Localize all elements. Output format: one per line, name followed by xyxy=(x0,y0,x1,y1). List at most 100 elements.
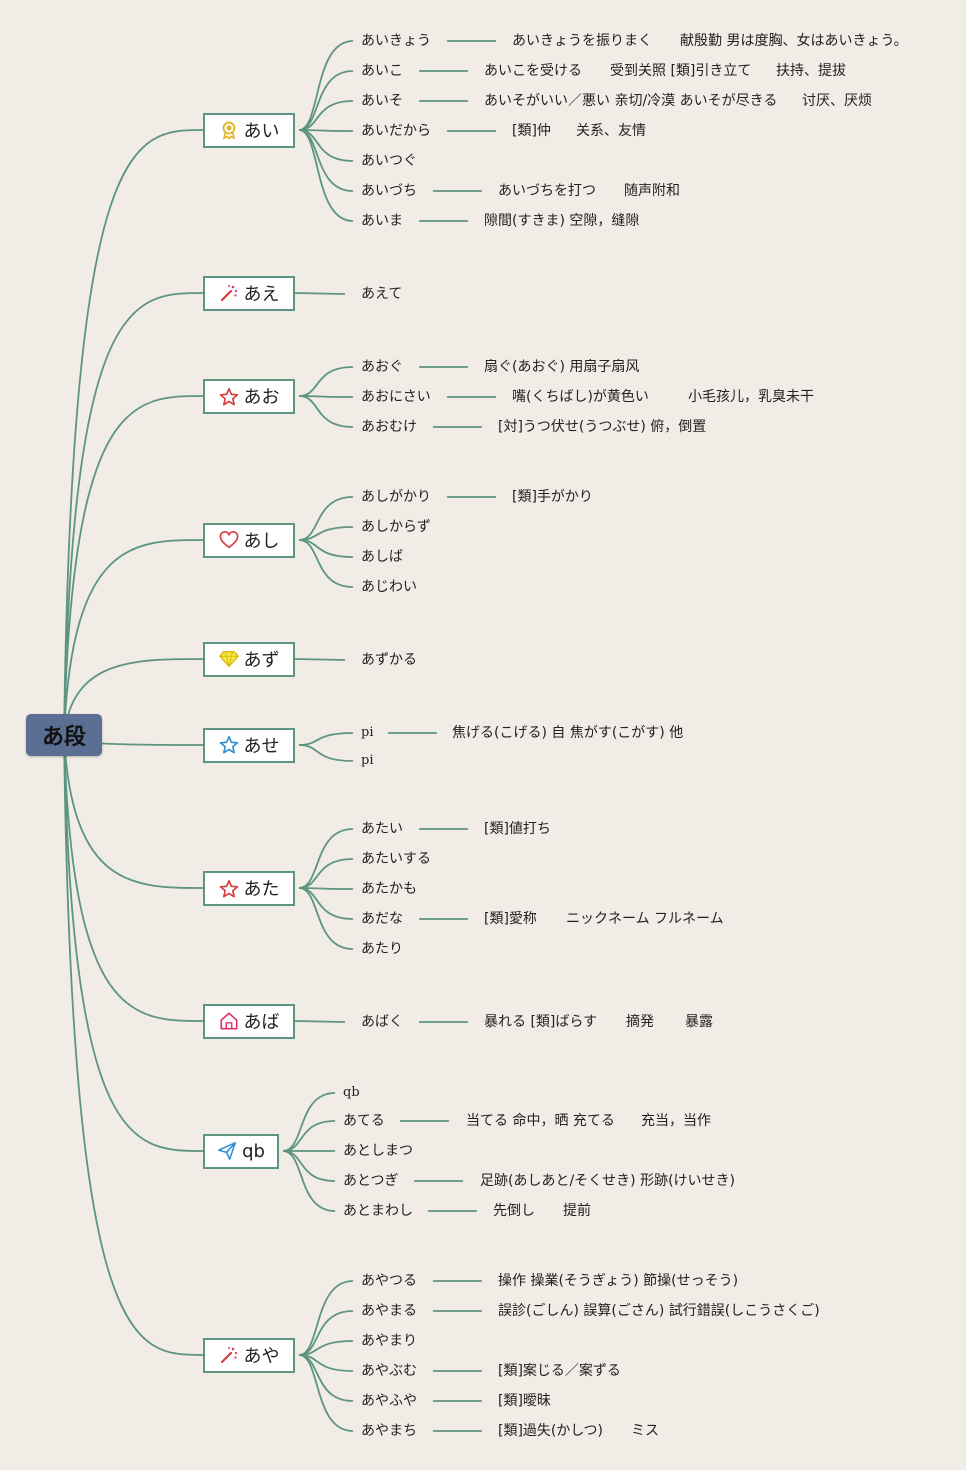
branch-link xyxy=(298,887,354,890)
topic-word[interactable]: あとまわし xyxy=(343,1203,413,1219)
topic-word[interactable]: あしからず xyxy=(361,519,431,535)
branch-label: qb xyxy=(242,1140,265,1162)
branch-link xyxy=(298,1354,354,1402)
detail-text[interactable]: あいそがいい／悪い 亲切/冷漠 あいそが尽きる xyxy=(484,93,778,109)
topic-word[interactable]: pi xyxy=(361,753,374,768)
topic-word[interactable]: あおにさい xyxy=(361,389,431,405)
topic-word[interactable]: あじわい xyxy=(361,579,417,595)
topic-word[interactable]: あばく xyxy=(361,1014,403,1030)
detail-text[interactable]: 充当，当作 xyxy=(641,1113,711,1129)
detail-text[interactable]: 受到关照 [類]引き立て xyxy=(610,63,752,79)
topic-word[interactable]: あたり xyxy=(361,941,403,957)
detail-text[interactable]: [対]うつ伏せ(うつぶせ) 俯，倒置 xyxy=(498,419,707,435)
detail-text[interactable]: あいきょうを振りまく xyxy=(512,33,652,49)
detail-text[interactable]: [類]愛称 xyxy=(484,911,537,927)
branch-link xyxy=(298,1354,354,1432)
detail-text[interactable]: [類]過失(かしつ) xyxy=(498,1423,604,1439)
topic-word[interactable]: pi xyxy=(361,725,374,740)
topic-word[interactable]: あずかる xyxy=(361,652,417,668)
detail-text[interactable]: 提前 xyxy=(563,1203,591,1219)
paper-plane-icon xyxy=(217,1141,237,1161)
detail-text[interactable]: 讨厌、厌烦 xyxy=(802,93,872,109)
detail-text[interactable]: ミス xyxy=(631,1423,659,1439)
branch-node-9[interactable]: あや xyxy=(203,1337,295,1373)
branch-link xyxy=(282,1092,336,1152)
topic-word[interactable]: あやまり xyxy=(361,1333,417,1349)
branch-node-5[interactable]: あせ xyxy=(203,727,295,763)
detail-text[interactable]: 摘発 xyxy=(626,1014,654,1030)
magic-wand-icon xyxy=(219,283,239,303)
topic-word[interactable]: あいそ xyxy=(361,93,403,109)
topic-word[interactable]: あてる xyxy=(343,1113,385,1129)
branch-node-7[interactable]: あば xyxy=(203,1003,295,1039)
detail-text[interactable]: 焦げる(こげる) 自 焦がす(こがす) 他 xyxy=(452,725,684,741)
detail-text[interactable]: [類]仲 xyxy=(512,123,551,139)
branch-node-4[interactable]: あず xyxy=(203,641,295,677)
topic-word[interactable]: あおむけ xyxy=(361,419,417,435)
star-outline-icon xyxy=(219,735,239,755)
topic-word[interactable]: あいま xyxy=(361,213,403,229)
topic-word[interactable]: あいきょう xyxy=(361,33,431,49)
branch-node-3[interactable]: あし xyxy=(203,522,295,558)
topic-word[interactable]: あとつぎ xyxy=(343,1173,399,1189)
detail-text[interactable]: あいづちを打つ xyxy=(498,183,596,199)
topic-word[interactable]: あいこ xyxy=(361,63,403,79)
branch-node-2[interactable]: あお xyxy=(203,378,295,414)
branch-link xyxy=(298,1310,354,1356)
detail-text[interactable]: あいこを受ける xyxy=(484,63,582,79)
detail-text[interactable]: 嘴(くちばし)が黄色い xyxy=(512,389,649,405)
detail-text[interactable]: 献殷勤 男は度胸、女はあいきょう。 xyxy=(680,33,908,49)
root-link xyxy=(63,735,204,1022)
detail-text[interactable]: 当てる 命中，晒 充てる xyxy=(466,1113,615,1129)
detail-text[interactable]: 隙間(すきま) 空隙，缝隙 xyxy=(484,213,640,229)
branch-node-6[interactable]: あた xyxy=(203,870,295,906)
topic-word[interactable]: あいづち xyxy=(361,183,417,199)
branch-link xyxy=(298,1280,354,1356)
topic-word[interactable]: あだな xyxy=(361,911,403,927)
branch-node-8[interactable]: qb xyxy=(203,1133,279,1169)
detail-text[interactable]: 扶持、提拔 xyxy=(776,63,846,79)
detail-text[interactable]: 扇ぐ(あおぐ) 用扇子扇风 xyxy=(484,359,640,375)
branch-link xyxy=(298,395,354,398)
topic-word[interactable]: あやまち xyxy=(361,1423,417,1439)
topic-word[interactable]: あやまる xyxy=(361,1303,417,1319)
branch-node-1[interactable]: あえ xyxy=(203,275,295,311)
detail-text[interactable]: ニックネーム フルネーム xyxy=(566,911,724,927)
detail-text[interactable]: [類]案じる／案ずる xyxy=(498,1363,621,1379)
detail-text[interactable]: 操作 操業(そうぎょう) 節操(せっそう) xyxy=(498,1273,739,1289)
branch-link xyxy=(298,539,354,588)
root-link xyxy=(63,735,204,1152)
topic-word[interactable]: あおぐ xyxy=(361,359,403,375)
branch-label: あば xyxy=(243,1012,280,1033)
detail-text[interactable]: 暴露 xyxy=(685,1014,713,1030)
topic-word[interactable]: あしば xyxy=(361,549,403,565)
detail-text[interactable]: [類]手がかり xyxy=(512,489,593,505)
award-icon xyxy=(219,120,239,140)
root-node[interactable]: あ段 xyxy=(26,714,102,756)
root-link xyxy=(63,292,204,737)
topic-word[interactable]: あしがかり xyxy=(361,489,431,505)
topic-word[interactable]: あやぶむ xyxy=(361,1363,417,1379)
topic-word[interactable]: あとしまつ xyxy=(343,1143,413,1159)
branch-node-0[interactable]: あい xyxy=(203,112,295,148)
topic-word[interactable]: あえて xyxy=(361,286,403,302)
topic-word[interactable]: あたい xyxy=(361,821,403,837)
detail-text[interactable]: 足跡(あしあと/そくせき) 形跡(けいせき) xyxy=(480,1173,736,1189)
detail-text[interactable]: 关系、友情 xyxy=(576,123,646,139)
detail-text[interactable]: 随声附和 xyxy=(624,183,680,199)
topic-word[interactable]: あたかも xyxy=(361,881,417,897)
detail-text[interactable]: 暴れる [類]ばらす xyxy=(484,1014,598,1030)
detail-text[interactable]: 先倒し xyxy=(493,1203,535,1219)
topic-word[interactable]: あやつる xyxy=(361,1273,417,1289)
detail-text[interactable]: [類]値打ち xyxy=(484,821,551,837)
detail-text[interactable]: 小毛孩儿，乳臭未干 xyxy=(688,389,814,405)
topic-word[interactable]: あいだから xyxy=(361,123,431,139)
branch-label: あず xyxy=(243,650,280,671)
topic-word[interactable]: あたいする xyxy=(361,851,431,867)
root-link xyxy=(63,539,204,737)
topic-word[interactable]: qb xyxy=(343,1085,360,1100)
detail-text[interactable]: [類]曖昧 xyxy=(498,1393,551,1409)
detail-text[interactable]: 誤診(ごしん) 誤算(ごさん) 試行錯誤(しこうさくご) xyxy=(498,1303,820,1319)
topic-word[interactable]: あやふや xyxy=(361,1393,417,1409)
topic-word[interactable]: あいつぐ xyxy=(361,153,417,169)
